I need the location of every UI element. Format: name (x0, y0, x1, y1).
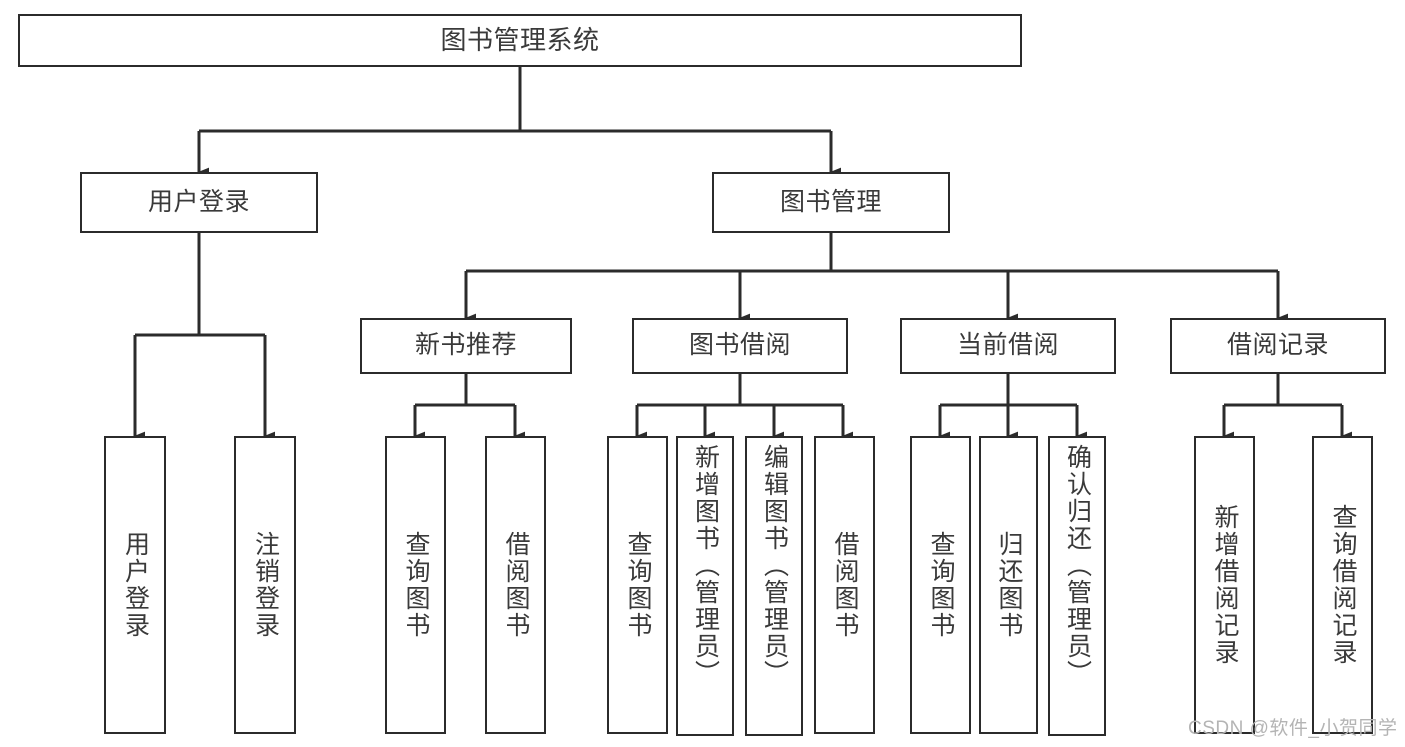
node-label: 归还图书 (995, 531, 1023, 639)
node-label: 新书推荐 (414, 331, 517, 360)
node-label: 查询借阅记录 (1329, 504, 1357, 666)
node-label: 借阅图书 (502, 531, 530, 639)
leaf-edit-book-admin[interactable]: 编辑图书（管理员） (745, 436, 803, 736)
node-label: 查询图书 (927, 531, 955, 639)
leaf-query-book-borrow[interactable]: 查询图书 (607, 436, 668, 734)
leaf-query-book-recommend[interactable]: 查询图书 (385, 436, 446, 734)
node-label: 图书管理系统 (440, 25, 600, 56)
node-label: 确认归还（管理员） (1063, 444, 1092, 687)
node-new-book-recommendation[interactable]: 新书推荐 (360, 318, 572, 374)
node-label: 新增借阅记录 (1211, 504, 1239, 666)
node-label: 图书管理 (779, 187, 882, 216)
leaf-borrow-book-recommend[interactable]: 借阅图书 (485, 436, 546, 734)
leaf-borrow-book[interactable]: 借阅图书 (814, 436, 875, 734)
leaf-user-login[interactable]: 用户登录 (104, 436, 166, 734)
node-label: 编辑图书（管理员） (760, 444, 789, 687)
node-label: 当前借阅 (956, 331, 1059, 360)
leaf-logout[interactable]: 注销登录 (234, 436, 296, 734)
node-label: 查询图书 (402, 531, 430, 639)
node-book-borrowing[interactable]: 图书借阅 (632, 318, 848, 374)
leaf-confirm-return-admin[interactable]: 确认归还（管理员） (1048, 436, 1106, 736)
node-current-borrowing[interactable]: 当前借阅 (900, 318, 1116, 374)
leaf-return-book[interactable]: 归还图书 (979, 436, 1038, 734)
node-borrowing-record[interactable]: 借阅记录 (1170, 318, 1386, 374)
node-label: 借阅图书 (831, 531, 859, 639)
node-label: 图书借阅 (688, 331, 791, 360)
node-label: 用户登录 (147, 187, 250, 216)
node-root-book-management-system[interactable]: 图书管理系统 (18, 14, 1022, 67)
node-user-login[interactable]: 用户登录 (80, 172, 318, 233)
leaf-add-borrow-record[interactable]: 新增借阅记录 (1194, 436, 1255, 734)
node-label: 借阅记录 (1226, 331, 1329, 360)
node-label: 新增图书（管理员） (691, 444, 720, 687)
node-label: 注销登录 (251, 531, 280, 639)
leaf-add-book-admin[interactable]: 新增图书（管理员） (676, 436, 734, 736)
csdn-watermark: CSDN @软件_小贺同学 (1188, 718, 1398, 739)
node-book-management[interactable]: 图书管理 (712, 172, 950, 233)
leaf-query-book-current[interactable]: 查询图书 (910, 436, 971, 734)
leaf-query-borrow-record[interactable]: 查询借阅记录 (1312, 436, 1373, 734)
node-label: 用户登录 (121, 531, 150, 639)
node-label: 查询图书 (624, 531, 652, 639)
